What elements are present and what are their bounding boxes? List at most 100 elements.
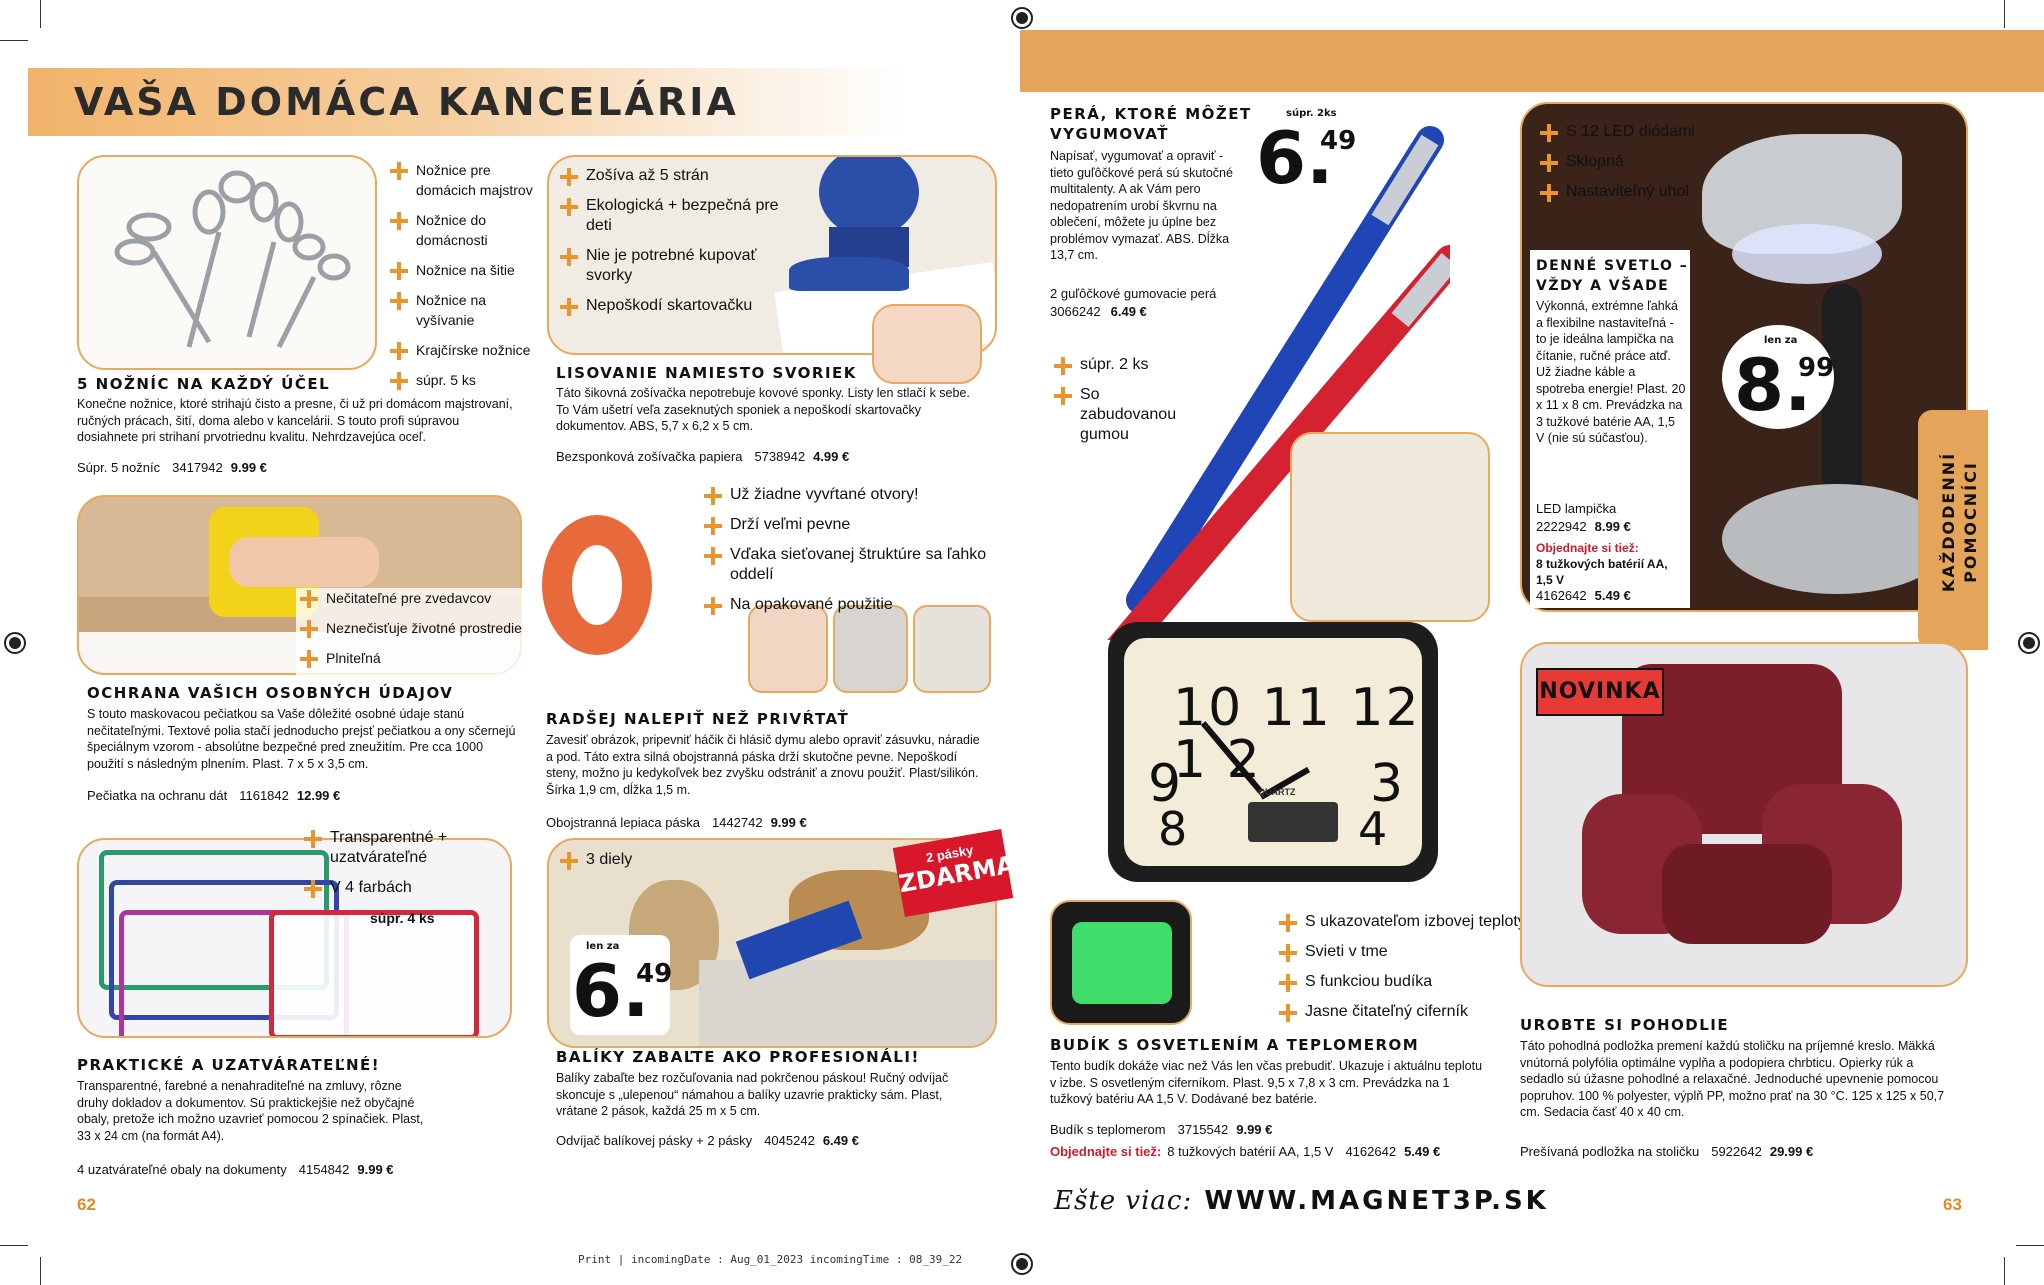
clock-order-also: Objednajte si tiež:8 tužkových batérií A…: [1050, 1144, 1440, 1159]
page-title: VAŠA DOMÁCA KANCELÁRIA: [74, 80, 739, 124]
title-line: DENNÉ SVETLO –: [1536, 258, 1689, 274]
feature-item: Nožnice do domácnosti: [386, 210, 536, 250]
new-product-badge: NOVINKA: [1536, 668, 1664, 716]
pens-desc: Napísať, vygumovať a opraviť - tieto guľ…: [1050, 149, 1233, 262]
price-dec: 99: [1798, 353, 1835, 383]
product-code: 5922642: [1711, 1144, 1762, 1159]
clock-brand: QUARTZ: [1258, 787, 1296, 797]
tape-title: RADŠEJ NALEPIŤ NEŽ PRIVŔTAŤ: [546, 710, 850, 728]
cushion-title: UROBTE SI POHODLIE: [1520, 1016, 1730, 1034]
feature-item: Nie je potrebné kupovať svorky: [556, 246, 796, 286]
side-tab-line: KAŽDODENNÍ: [1939, 451, 1958, 593]
pens-image: [1050, 100, 1465, 675]
crop-mark: [2004, 0, 2005, 28]
feature-item: S 12 LED diódami: [1536, 122, 1696, 142]
feature-item: Ekologická + bezpečná pre deti: [556, 196, 796, 236]
clock-features: S ukazovateľom izbovej teploty Svieti v …: [1275, 912, 1535, 1032]
page-number-right: 63: [1943, 1195, 1962, 1214]
feature-item: Krajčírske nožnice: [386, 340, 536, 360]
price-value: 6.49 €: [1110, 304, 1147, 319]
product-code: 5738942: [754, 449, 806, 464]
crop-mark: [40, 0, 41, 28]
website-link[interactable]: Ešte viac: WWW.MAGNET3P.SK: [1054, 1186, 1549, 1216]
lamp-text-panel: [1530, 250, 1690, 608]
price-dec: 49: [636, 959, 673, 989]
stapler-features: Zošíva až 5 strán Ekologická + bezpečná …: [556, 166, 796, 326]
tape-desc: Zavesiť obrázok, pripevniť háčik či hlás…: [546, 733, 980, 797]
price-dec: 49: [1320, 126, 1357, 156]
clock-desc: Tento budík dokáže viac než Vás len včas…: [1050, 1059, 1483, 1106]
product-code: 4154842: [298, 1162, 350, 1177]
lamp-desc: Výkonná, extrémne ľahká a flexibilne nas…: [1536, 299, 1686, 445]
price-int: 6.: [1256, 116, 1334, 200]
feature-item: Nastaviteľný uhol: [1536, 182, 1696, 202]
pens-detail-image: [1290, 432, 1490, 622]
clock-image: 10 11 12 1 2 9 3 8 4 QUARTZ: [1108, 622, 1438, 882]
crop-mark: [40, 1257, 41, 1285]
folders-image: [77, 838, 512, 1038]
price-name: LED lampička: [1536, 501, 1617, 516]
price-int: 6.: [572, 949, 650, 1033]
price-name: Obojstranná lepiaca páska: [546, 815, 700, 830]
order-also-label: Objednajte si tiež:: [1050, 1144, 1162, 1159]
feature-item: Neznečisťuje životné prostredie: [296, 618, 526, 638]
product-code: 2222942: [1536, 519, 1587, 534]
lamp-big-price: len za 8. 99: [1722, 325, 1834, 429]
price-name: Bezsponková zošívačka papiera: [556, 449, 743, 464]
print-note: Print | incomingDate : Aug_01_2023 incom…: [578, 1253, 963, 1266]
title-line: VŽDY A VŠADE: [1536, 278, 1670, 294]
price-value: 9.99 €: [770, 815, 807, 830]
price-value: 9.99 €: [1236, 1122, 1273, 1137]
dispenser-desc: Balíky zabaľte bez rozčuľovania nad pokr…: [556, 1071, 949, 1118]
price-value: 12.99 €: [296, 788, 341, 803]
folders-features: Transparentné + uzatvárateľné V 4 farbác…: [300, 828, 540, 908]
stapler-title: LISOVANIE NAMIESTO SVORIEK: [556, 364, 857, 382]
lamp-features: S 12 LED diódami Sklopná Nastaviteľný uh…: [1536, 122, 1696, 212]
extra-name: 8 tužkových batérií AA, 1,5 V: [1536, 557, 1668, 587]
dispenser-features: 3 diely: [556, 850, 676, 880]
feature-item: Nožnice na vyšívanie: [386, 290, 536, 330]
stapler-detail-image: [872, 304, 982, 384]
dispenser-price-line: Odvíjač balíkovej pásky + 2 pásky 4045242…: [556, 1133, 859, 1148]
crop-mark: [0, 40, 28, 41]
product-code: 4045242: [764, 1133, 815, 1148]
folders-desc: Transparentné, farebné a nenahraditeľné …: [77, 1079, 424, 1143]
tape-detail-image: [748, 605, 828, 693]
order-also-label: Objednajte si tiež:: [1536, 541, 1639, 555]
price-value: 4.99 €: [813, 449, 850, 464]
product-code: 1161842: [239, 788, 289, 803]
page-number-left: 62: [77, 1195, 96, 1214]
folders-set-label: súpr. 4 ks: [370, 910, 435, 926]
price-value: 29.99 €: [1769, 1144, 1814, 1159]
extra-code: 4162642: [1536, 588, 1587, 603]
feature-item: Nepoškodí skartovačku: [556, 296, 796, 316]
price-value: 9.99 €: [230, 460, 267, 475]
price-value: 9.99 €: [357, 1162, 394, 1177]
price-name: Odvíjač balíkovej pásky + 2 pásky: [556, 1133, 753, 1148]
pens-big-price: súpr. 2ks 6. 49: [1250, 100, 1356, 200]
product-code: 3066242: [1050, 304, 1101, 319]
scissors-desc: Konečne nožnice, ktoré strihajú čisto a …: [77, 397, 513, 444]
stamp-title: OCHRANA VAŠICH OSOBNÝCH ÚDAJOV: [87, 684, 454, 702]
feature-item: Zošíva až 5 strán: [556, 166, 796, 186]
clock-title: BUDÍK S OSVETLENÍM A TEPLOMEROM: [1050, 1036, 1420, 1054]
feature-item: V 4 farbách: [300, 878, 540, 898]
feature-item: Už žiadne vyvŕtané otvory!: [700, 485, 1000, 505]
tape-image: [532, 495, 657, 695]
feature-item: Transparentné + uzatvárateľné: [300, 828, 540, 868]
right-page-top-band: [1020, 30, 2044, 92]
web-prefix: Ešte viac:: [1054, 1186, 1193, 1216]
feature-item: Drží veľmi pevne: [700, 515, 1000, 535]
feature-item: Nožnice na šitie: [386, 260, 536, 280]
clock-night-image: [1050, 900, 1192, 1025]
price-value: 6.49 €: [822, 1133, 859, 1148]
price-name: 4 uzatvárateľné obaly na dokumenty: [77, 1162, 287, 1177]
stapler-price-line: Bezsponková zošívačka papiera 5738942 4.99…: [556, 449, 849, 464]
stamp-features: Nečitateľné pre zvedavcov Neznečisťuje ž…: [296, 588, 526, 678]
scissors-image: [77, 155, 377, 370]
